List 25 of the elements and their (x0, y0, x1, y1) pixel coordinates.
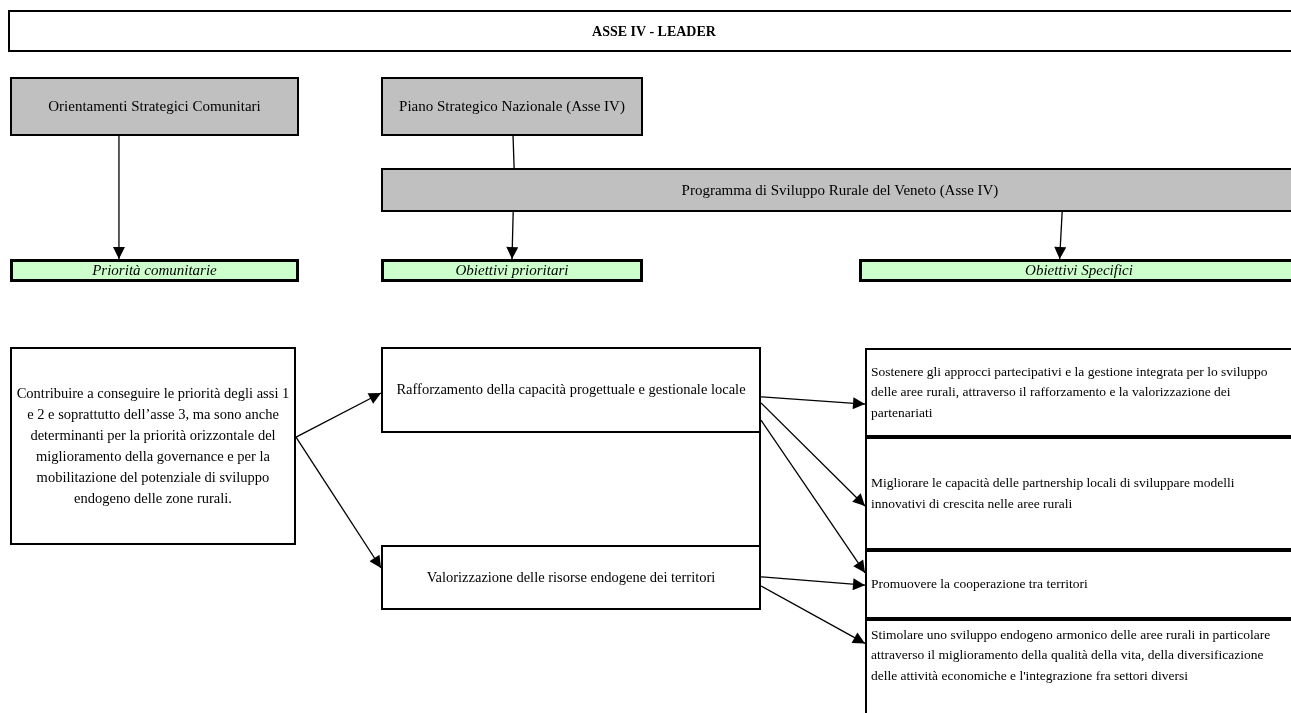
objective-box: Rafforzamento della capacità progettuale e gestionale locale (381, 347, 761, 433)
arrow (760, 585, 866, 645)
title-banner: ASSE IV - LEADER (8, 10, 1291, 52)
heading-bar: Obiettivi Specifici (859, 259, 1291, 282)
arrow (112, 135, 125, 260)
arrow (760, 396, 866, 410)
objective-box: Stimolare uno sviluppo endogeno armonico delle aree rurali in particolare attraverso il miglioramento della qualità della vita, della diversificazione delle attività economiche e l'integrazione fra settori diversi (865, 619, 1291, 713)
objective-box: Sostenere gli approcci partecipativi e la gestione integrata per lo sviluppo delle aree rurali, attraverso il rafforzamento e la valorizzazione dei partenariati (865, 348, 1291, 437)
heading-bar: Obiettivi prioritari (381, 259, 643, 282)
document-box: Piano Strategico Nazionale (Asse IV) (381, 77, 643, 136)
arrow (760, 419, 866, 574)
objective-box: Migliorare le capacità delle partnership locali di sviluppare modelli innovativi di crescita nelle aree rurali (865, 437, 1291, 550)
connector-line (512, 135, 515, 169)
arrow (760, 402, 866, 507)
heading-bar: Priorità comunitarie (10, 259, 299, 282)
document-box: Programma di Sviluppo Rurale del Veneto (Asse IV) (381, 168, 1291, 212)
arrow (760, 576, 866, 591)
arrow (295, 392, 382, 438)
arrow (1054, 211, 1067, 260)
objective-box: Contribuire a conseguire le priorità degli assi 1 e 2 e soprattutto dell’asse 3, ma sono anche determinanti per la priorità orizzontale del miglioramento della governance e per la mobilitazione del potenziale di sviluppo endogeno delle zone rurali. (10, 347, 296, 545)
objective-box: Valorizzazione delle risorse endogene dei territori (381, 545, 761, 610)
arrow (506, 211, 519, 260)
objective-box: Promuovere la cooperazione tra territori (865, 550, 1291, 619)
arrow (295, 436, 382, 569)
document-box: Orientamenti Strategici Comunitari (10, 77, 299, 136)
